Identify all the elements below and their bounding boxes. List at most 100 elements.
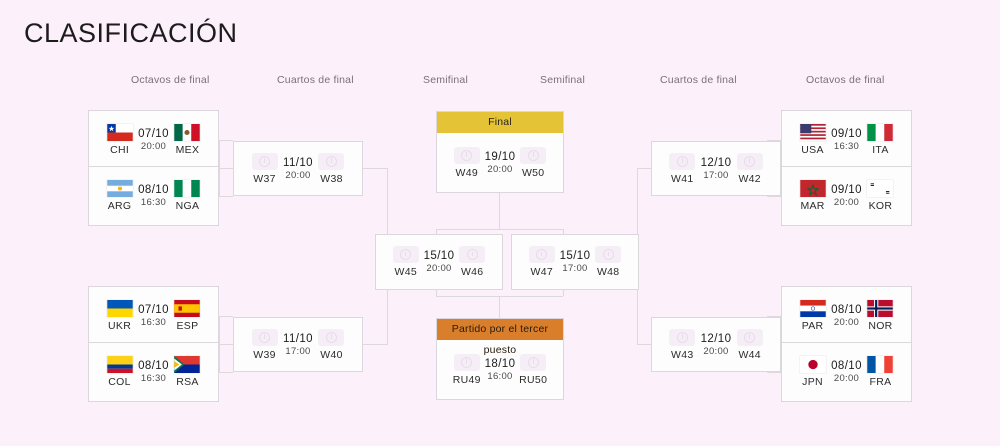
match-card-r16-6[interactable]: MAR 09/10 20:00 KOR: [781, 166, 912, 226]
away-team: ITA: [862, 124, 899, 156]
flag-rsa-icon: [174, 356, 201, 373]
flag-chi-icon: [106, 124, 133, 141]
match-card-sf-2[interactable]: W47 15/10 17:00 W48: [511, 234, 639, 290]
placeholder-team-icon: [318, 328, 345, 346]
match-info: 07/10 20:00: [138, 128, 169, 152]
home-team: UKR: [101, 300, 138, 332]
away-team: W46: [454, 246, 490, 278]
away-team: FRA: [862, 356, 899, 388]
match-time: 20:00: [833, 373, 860, 384]
placeholder-team-icon: [520, 353, 547, 371]
away-team: W40: [313, 328, 350, 361]
match-card-qf-3[interactable]: W41 12/10 17:00 W42: [651, 141, 781, 196]
match-date: 11/10: [283, 332, 313, 345]
away-team-code: NOR: [868, 320, 893, 332]
third-place-header: Partido por el tercer puesto: [437, 319, 563, 356]
flag-nga-icon: [174, 180, 201, 197]
placeholder-team-icon: [453, 146, 480, 164]
page-title: CLASIFICACIÓN: [24, 18, 238, 48]
match-date: 08/10: [831, 360, 862, 372]
match-info: 11/10 17:00: [283, 333, 313, 357]
match-card-r16-7[interactable]: PAR 08/10 20:00 NOR: [781, 286, 912, 346]
home-team: MAR: [794, 180, 831, 212]
flag-mar-icon: [799, 180, 826, 197]
home-team: COL: [101, 356, 138, 388]
placeholder-team-icon: [595, 246, 622, 263]
placeholder-team-icon: [669, 152, 696, 170]
match-card-final[interactable]: Final W49 19/10 20:00 W50: [436, 111, 564, 193]
placeholder-team-icon: [392, 246, 419, 263]
away-team: W42: [731, 152, 768, 185]
match-time: 20:00: [285, 169, 311, 181]
placeholder-team-icon: [669, 328, 696, 346]
round-label-sf-right: Semifinal: [540, 74, 585, 86]
match-card-sf-1[interactable]: W45 15/10 20:00 W46: [375, 234, 503, 290]
away-team: MEX: [169, 124, 206, 156]
match-info: 12/10 17:00: [701, 157, 732, 181]
placeholder-team-icon: [453, 353, 480, 371]
match-info: 08/10 20:00: [831, 360, 862, 384]
match-date: 08/10: [138, 184, 169, 196]
home-team-code: W49: [455, 166, 479, 179]
away-team-code: W38: [320, 172, 343, 185]
match-time: 20:00: [140, 141, 167, 152]
away-team: W48: [590, 246, 626, 278]
match-time: 20:00: [703, 345, 729, 357]
match-time: 16:30: [833, 141, 860, 152]
away-team: NOR: [862, 300, 899, 332]
away-team-code: ITA: [872, 144, 889, 156]
match-card-qf-2[interactable]: W39 11/10 17:00 W40: [233, 317, 363, 372]
match-info: 11/10 20:00: [283, 157, 313, 181]
match-time: 20:00: [426, 263, 452, 274]
flag-nor-icon: [867, 300, 894, 317]
home-team: PAR: [794, 300, 831, 332]
match-date: 19/10: [484, 150, 516, 163]
match-date: 12/10: [700, 332, 732, 345]
flag-arg-icon: [106, 180, 133, 197]
away-team: RSA: [169, 356, 206, 388]
away-team: NGA: [169, 180, 206, 212]
flag-fra-icon: [867, 356, 894, 373]
match-card-r16-8[interactable]: JPN 08/10 20:00 FRA: [781, 342, 912, 402]
match-info: 15/10 20:00: [424, 250, 455, 274]
away-team-code: W46: [460, 266, 484, 278]
away-team: ESP: [169, 300, 206, 332]
match-card-third-place[interactable]: Partido por el tercer puesto RU49 18/10 …: [436, 318, 564, 400]
home-team-code: RU49: [452, 373, 481, 386]
home-team-code: CHI: [110, 144, 130, 156]
round-label-sf-left: Semifinal: [423, 74, 468, 86]
match-date: 15/10: [559, 250, 591, 262]
away-team: W44: [731, 328, 768, 361]
flag-jpn-icon: [799, 356, 826, 373]
match-time: 17:00: [562, 263, 588, 274]
match-card-r16-2[interactable]: ARG 08/10 16:30 NGA: [88, 166, 219, 226]
home-team-code: JPN: [802, 376, 823, 388]
home-team-code: W39: [253, 348, 276, 361]
home-team-code: COL: [108, 376, 131, 388]
match-date: 08/10: [831, 304, 862, 316]
placeholder-team-icon: [520, 146, 547, 164]
match-info: 18/10 16:00: [485, 358, 516, 382]
match-date: 07/10: [138, 128, 169, 140]
match-card-qf-4[interactable]: W43 12/10 20:00 W44: [651, 317, 781, 372]
match-time: 20:00: [833, 197, 860, 208]
match-time: 16:00: [487, 370, 513, 382]
match-info: 08/10 16:30: [138, 360, 169, 384]
match-date: 11/10: [283, 156, 313, 169]
round-label-r16-right: Octavos de final: [806, 74, 885, 86]
home-team: JPN: [794, 356, 831, 388]
match-card-r16-1[interactable]: CHI 07/10 20:00 MEX: [88, 110, 219, 170]
match-card-r16-4[interactable]: COL 08/10 16:30 RSA: [88, 342, 219, 402]
match-card-qf-1[interactable]: W37 11/10 20:00 W38: [233, 141, 363, 196]
round-label-qf-right: Cuartos de final: [660, 74, 737, 86]
home-team: USA: [794, 124, 831, 156]
flag-esp-icon: [174, 300, 201, 317]
home-team: W41: [664, 152, 701, 185]
match-card-r16-5[interactable]: USA 09/10 16:30 ITA: [781, 110, 912, 170]
match-time: 16:30: [140, 317, 167, 328]
home-team-code: W45: [394, 266, 418, 278]
match-info: 07/10 16:30: [138, 304, 169, 328]
match-info: 09/10 20:00: [831, 184, 862, 208]
match-card-r16-3[interactable]: UKR 07/10 16:30 ESP: [88, 286, 219, 346]
flag-col-icon: [106, 356, 133, 373]
